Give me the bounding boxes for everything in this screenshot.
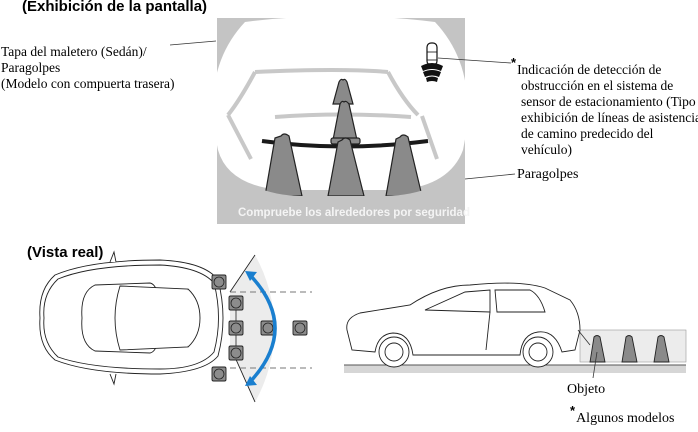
leader-bumper [464, 173, 516, 180]
leader-sensor-indicator [437, 57, 512, 64]
parking-sensor-indicator-icon [421, 42, 443, 82]
label-sensor-indicator: *Indicación de detección de obstrucción … [511, 56, 698, 158]
top-view-diagram [39, 250, 312, 403]
label-sensor-indicator-line: sensor de estacionamiento (Tipo [521, 94, 696, 109]
leader-trunk-lid [169, 40, 217, 46]
label-bumper: Paragolpes [517, 167, 579, 182]
display-section-title: (Exhibición de la pantalla) [22, 0, 208, 15]
label-sensor-indicator-first-row: *Indicación de detección de [511, 56, 698, 78]
label-sensor-indicator-line: exhibición de líneas de asistencia [521, 110, 698, 125]
guide-line-left-lower [226, 114, 253, 160]
car-top-view [39, 250, 224, 386]
label-trunk-lid-line: Paragolpes [1, 60, 61, 75]
sensor-box-circles [213, 276, 306, 380]
label-sensor-indicator-line: vehículo) [521, 142, 572, 157]
guide-line-left-upper [226, 71, 257, 117]
leader-rear-sensor [577, 329, 591, 346]
guide-line-right-lower [420, 115, 439, 160]
ground [344, 365, 686, 373]
object-cone [589, 335, 606, 363]
camera-screen [212, 16, 468, 224]
guide-line-right-upper [386, 71, 420, 117]
footnote: Algunos modelos [576, 411, 675, 426]
guide-line-far [254, 68, 389, 74]
label-trunk-lid: Tapa del maletero (Sedán)/ Paragolpes (M… [1, 44, 175, 92]
footnote-asterisk: * [570, 403, 576, 418]
sweep-arrow-head-down [245, 376, 257, 386]
leader-object [592, 351, 598, 379]
screen-caption: Compruebe los alrededores por seguridad [238, 207, 470, 219]
label-object: Objeto [567, 382, 606, 397]
label-sensor-indicator-line: Indicación de detección de [517, 62, 662, 77]
object-cone [621, 335, 638, 363]
side-view-diagram [344, 282, 687, 379]
label-sensor-indicator-line: de camino predecido del [521, 126, 654, 141]
footnote-row: *Algunos modelos [570, 404, 675, 427]
real-view-section-title: (Vista real) [27, 244, 104, 261]
label-trunk-lid-line: Tapa del maletero (Sedán)/ [1, 44, 147, 59]
sweep-arrow-head-up [245, 271, 257, 281]
sweep-arrow [248, 273, 277, 384]
label-sensor-indicator-line: obstrucción en el sistema de [521, 78, 674, 93]
label-trunk-lid-line: (Modelo con compuerta trasera) [1, 76, 175, 91]
object-cone [653, 335, 670, 363]
asterisk-marker: * [511, 55, 517, 70]
object-cones [589, 335, 670, 363]
car-side-view [346, 282, 581, 368]
screen-bottom-band [217, 160, 465, 224]
guide-lines [226, 68, 439, 160]
